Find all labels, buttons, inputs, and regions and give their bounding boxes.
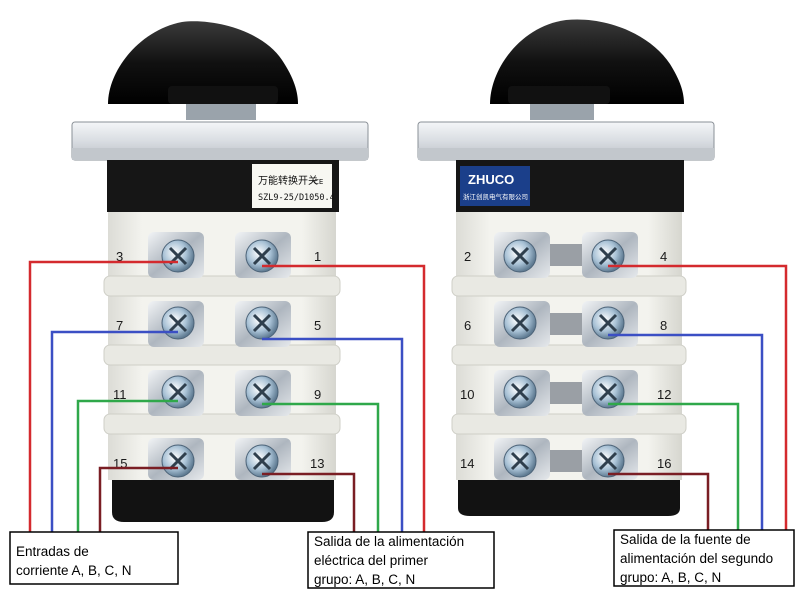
screw-icon	[245, 375, 279, 409]
left-label-line2: SZL9-25/D1050.4	[258, 193, 335, 203]
left-label-line1: 万能转换开关	[258, 174, 318, 187]
terminal-number: 12	[657, 387, 671, 402]
terminal-number: 1	[314, 249, 321, 264]
right-knob-base	[508, 86, 610, 104]
wire-group2-c	[608, 402, 740, 530]
callout-inputs-line1: Entradas de	[16, 544, 89, 559]
terminal-number: 3	[116, 249, 123, 264]
screw-icon	[245, 306, 279, 340]
callout-group1: Salida de la alimentación eléctrica del …	[307, 531, 495, 589]
screw-icon	[161, 375, 195, 409]
terminal-number: 14	[460, 456, 474, 471]
wire-group2-a	[608, 264, 788, 530]
screw-icon	[245, 444, 279, 478]
terminal-number: 7	[116, 318, 123, 333]
left-knob	[108, 21, 298, 104]
screw-icon	[503, 306, 537, 340]
left-spec-label	[252, 164, 332, 208]
wires	[28, 260, 788, 532]
wire-input-n	[98, 466, 178, 532]
screw-icon	[503, 444, 537, 478]
callout-group1-line1: Salida de la alimentación	[314, 534, 464, 549]
wire-group1-b	[262, 337, 404, 532]
terminal-number: 16	[657, 456, 671, 471]
callout-group2-line1: Salida de la fuente de	[620, 532, 751, 547]
callout-group2-line2: alimentación del segundo	[620, 551, 773, 566]
brand-logo	[460, 166, 530, 206]
screw-icon	[161, 444, 195, 478]
right-switch: ZHUCO 浙江创凯电气有限公司	[417, 19, 715, 516]
right-knob	[490, 19, 684, 104]
brand-company: 浙江创凯电气有限公司	[463, 192, 528, 201]
wire-group1-n	[262, 472, 356, 532]
wire-group2-n	[608, 472, 710, 530]
callout-inputs-line2: corriente A, B, C, N	[16, 563, 132, 578]
screw-icon	[503, 375, 537, 409]
callout-group1-line2: eléctrica del primer	[314, 553, 429, 568]
brand-name: ZHUCO	[468, 172, 514, 187]
left-base	[112, 480, 334, 522]
terminal-number: 5	[314, 318, 321, 333]
right-screws	[503, 239, 625, 478]
callout-group1-line3: grupo: A, B, C, N	[314, 572, 415, 587]
terminal-number: 8	[660, 318, 667, 333]
callout-inputs: Entradas de corriente A, B, C, N	[9, 531, 179, 585]
left-label-mark: CE	[314, 178, 323, 186]
screw-icon	[591, 375, 625, 409]
left-screws	[161, 239, 279, 478]
terminal-number: 9	[314, 387, 321, 402]
callout-group2: Salida de la fuente de alimentación del …	[613, 529, 795, 587]
wire-input-c	[76, 399, 178, 532]
terminal-number: 13	[310, 456, 324, 471]
wire-input-b	[50, 330, 178, 532]
screw-icon	[161, 306, 195, 340]
terminal-number: 11	[113, 387, 127, 402]
terminal-number: 10	[460, 387, 474, 402]
left-knob-base	[168, 86, 278, 104]
screw-icon	[591, 444, 625, 478]
wire-group2-b	[608, 333, 764, 530]
screw-icon	[591, 239, 625, 273]
terminal-number: 6	[464, 318, 471, 333]
right-base	[458, 480, 680, 516]
screw-icon	[161, 239, 195, 273]
screw-icon	[591, 306, 625, 340]
left-switch: 万能转换开关 CE SZL9-25/D1050.4	[71, 21, 369, 522]
callout-group2-line3: grupo: A, B, C, N	[620, 570, 721, 585]
wire-group1-c	[262, 402, 380, 532]
screw-icon	[245, 239, 279, 273]
wire-input-a	[28, 260, 178, 532]
terminal-number: 2	[464, 249, 471, 264]
screw-icon	[503, 239, 537, 273]
terminal-number: 4	[660, 249, 667, 264]
wire-group1-a	[262, 264, 426, 532]
